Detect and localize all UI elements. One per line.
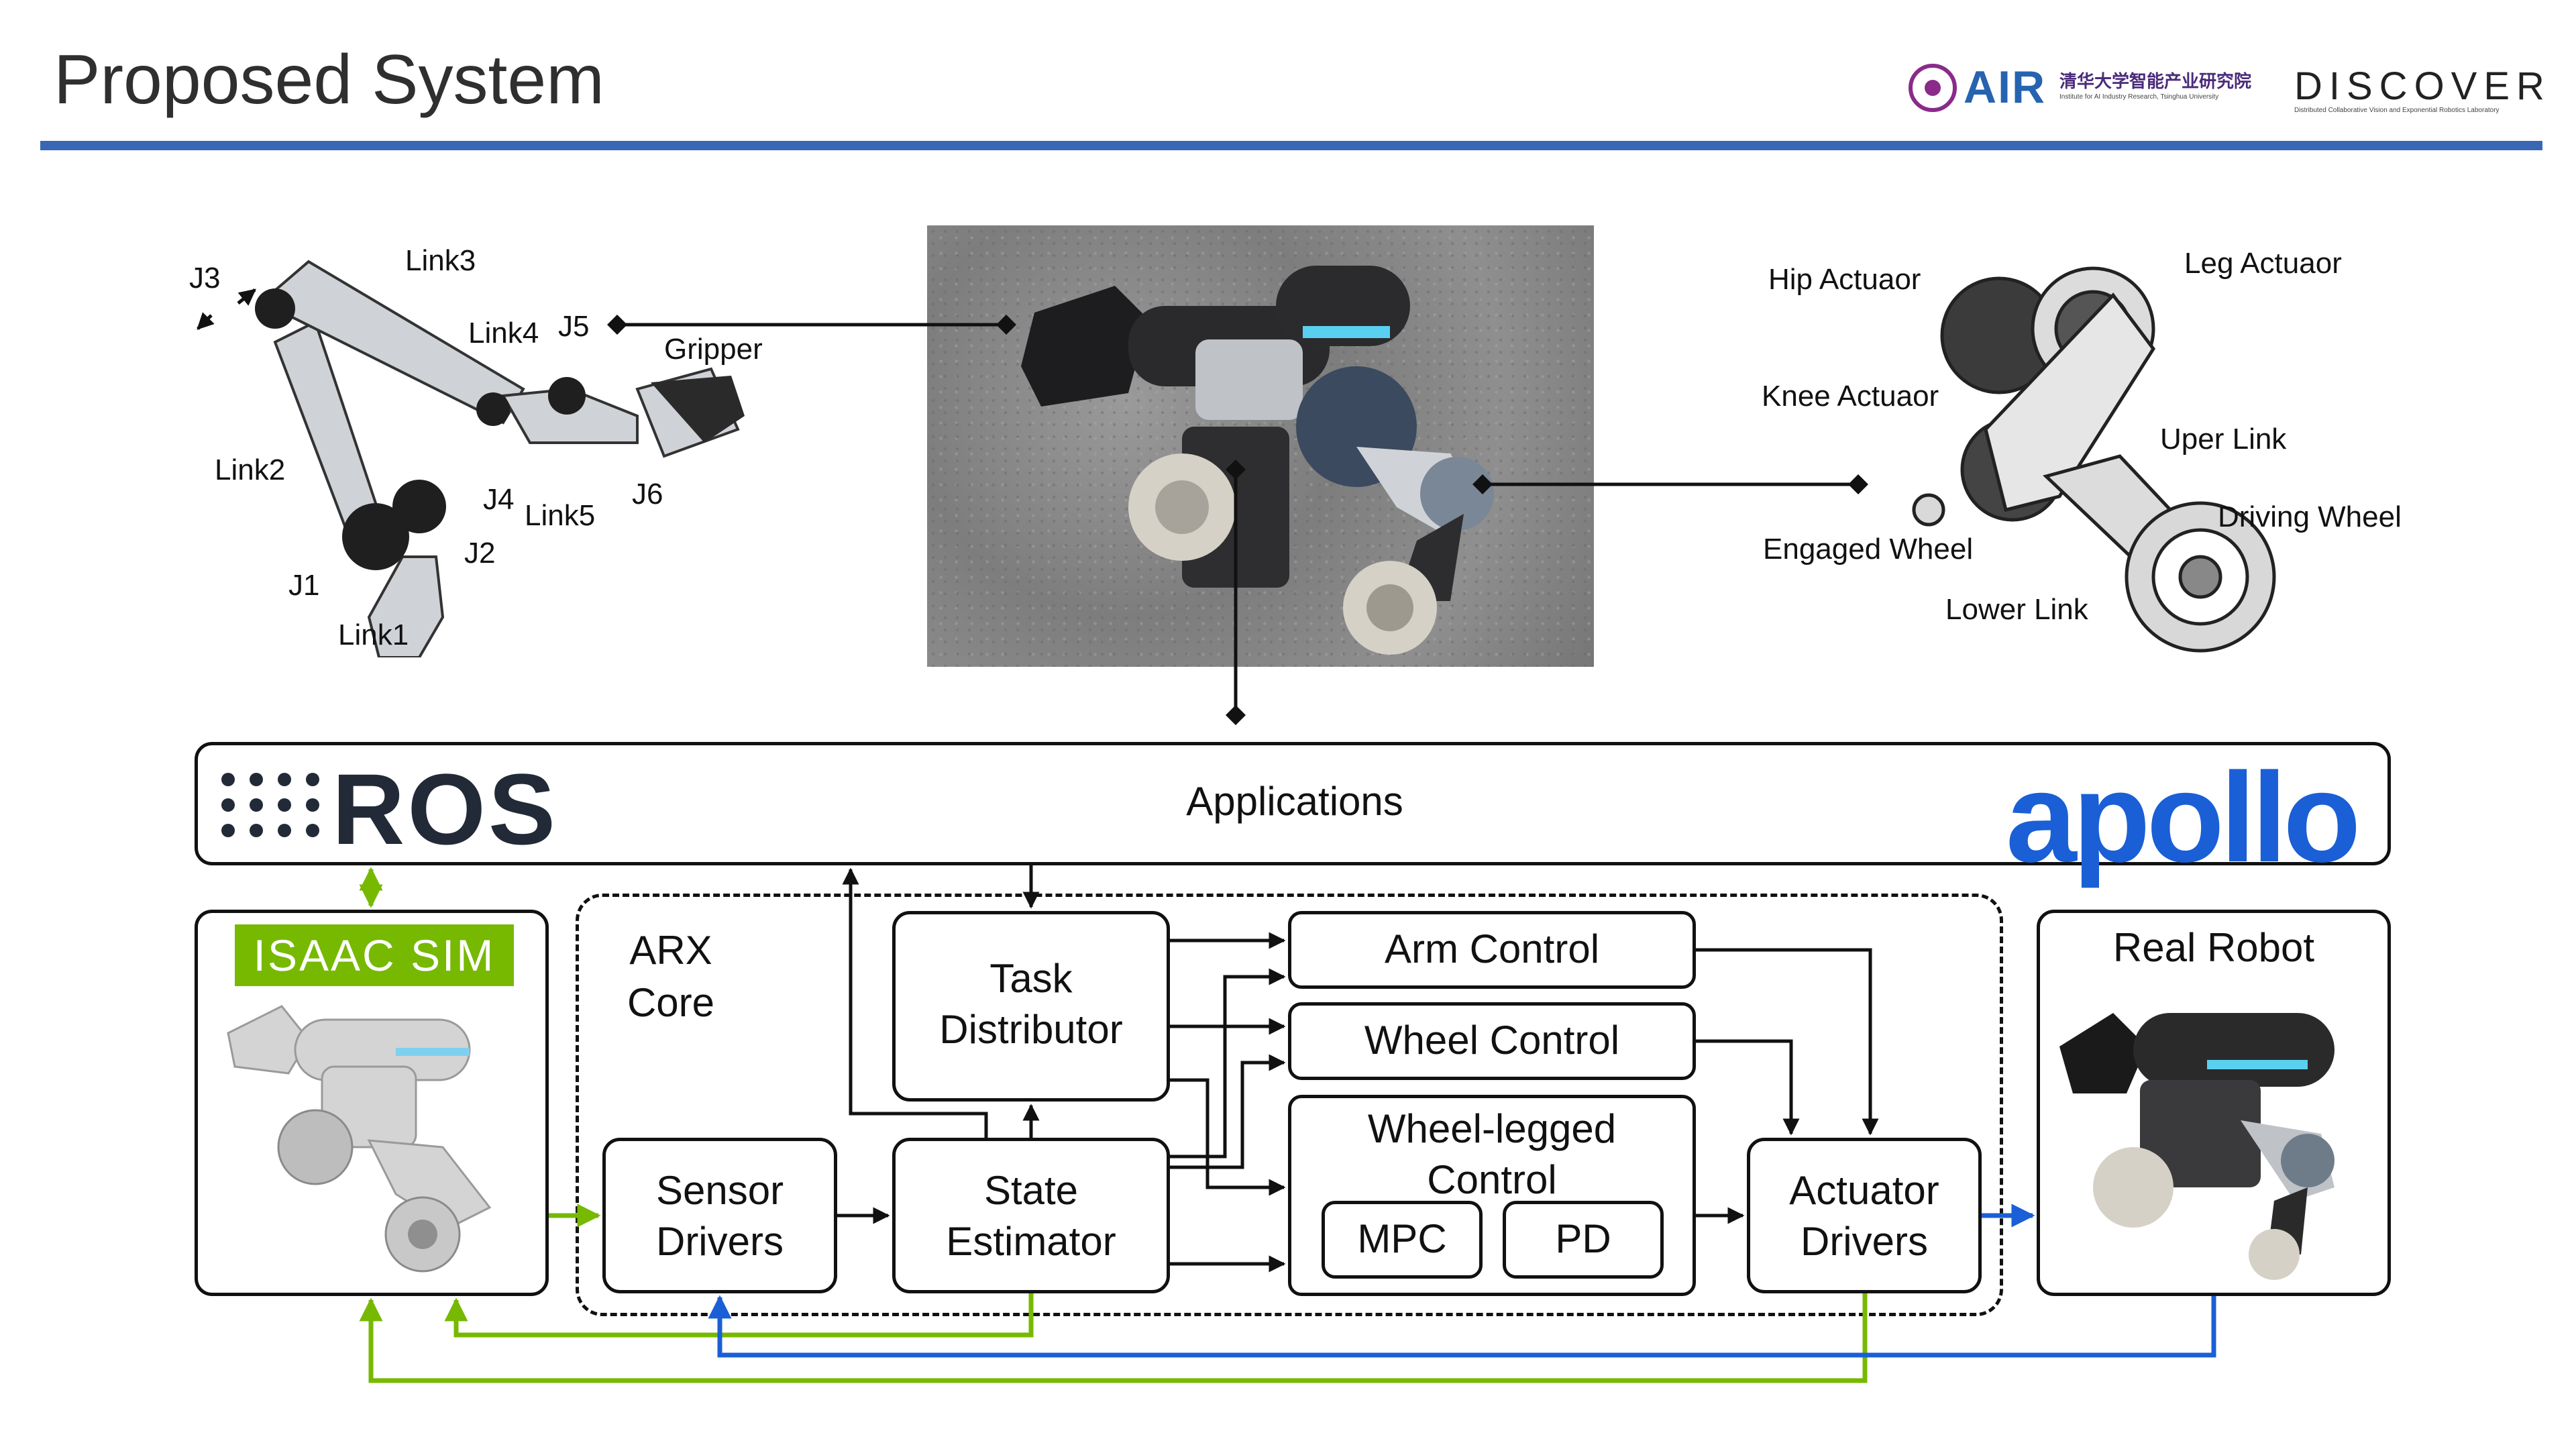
arm-label-link3: Link3 <box>405 244 476 277</box>
arm-label-link5: Link5 <box>525 499 596 532</box>
leg-label-lower-link: Lower Link <box>1945 593 2088 626</box>
air-logo-word: AIR <box>1964 62 2047 113</box>
arm-control-box: Arm Control <box>1288 911 1696 989</box>
arm-label-link4: Link4 <box>468 317 539 350</box>
sim-robot-render <box>227 1005 492 1273</box>
leg-label-engaged-wheel: Engaged Wheel <box>1763 533 1974 566</box>
tsinghua-seal-icon <box>1909 64 1957 112</box>
apollo-logo: apollo <box>2006 747 2361 889</box>
state-estimator-box: State Estimator <box>892 1138 1170 1293</box>
arm-label-j2: J2 <box>464 537 496 570</box>
task-distributor-box: Task Distributor <box>892 911 1170 1102</box>
leg-label-upper-link: Uper Link <box>2160 423 2287 455</box>
discover-logo: DISCOVER Distributed Collaborative Visio… <box>2294 64 2544 117</box>
leg-drawing <box>1912 266 2276 653</box>
robot-photo <box>927 225 1594 667</box>
leg-label-knee: Knee Actuaor <box>1762 380 1939 413</box>
wheel-control-box: Wheel Control <box>1288 1002 1696 1080</box>
discover-logo-subtitle: Distributed Collaborative Vision and Exp… <box>2294 107 2500 114</box>
arm-label-j3: J3 <box>189 262 221 294</box>
arm-label-j5: J5 <box>558 310 590 343</box>
pd-box: PD <box>1503 1201 1664 1279</box>
arx-core-frame <box>576 894 2003 1316</box>
arm-drawing <box>255 260 745 657</box>
ros-logo-text: ROS <box>332 753 559 865</box>
applications-label: Applications <box>1186 779 1403 824</box>
real-robot-photo <box>2059 1013 2334 1280</box>
title-divider <box>40 141 2542 150</box>
actuator-drivers-box: Actuator Drivers <box>1747 1138 1982 1293</box>
arm-label-j6: J6 <box>632 478 663 511</box>
leg-label-leg: Leg Actuaor <box>2184 247 2342 280</box>
arm-label-gripper: Gripper <box>664 333 763 366</box>
mpc-box: MPC <box>1322 1201 1483 1279</box>
arm-label-j4: J4 <box>483 483 515 516</box>
arm-label-link2: Link2 <box>215 453 286 486</box>
real-robot-label: Real Robot <box>2112 925 2315 970</box>
isaac-sim-badge: ISAAC SIM <box>235 924 514 986</box>
arm-label-link1: Link1 <box>338 619 409 651</box>
sensor-drivers-box: Sensor Drivers <box>602 1138 837 1293</box>
leg-label-hip: Hip Actuaor <box>1768 263 1921 296</box>
ros-logo: ROS <box>221 753 570 865</box>
air-logo-english: Institute for AI Industry Research, Tsin… <box>2059 93 2219 101</box>
ros-applications-layer <box>195 742 2391 865</box>
arm-label-j1: J1 <box>288 569 320 602</box>
page-title: Proposed System <box>54 41 604 119</box>
leg-label-driving-wheel: Driving Wheel <box>2218 500 2402 533</box>
air-logo-chinese: 清华大学智能产业研究院 <box>2059 71 2252 91</box>
discover-logo-word: DISCOVER <box>2294 64 2551 108</box>
air-logo: AIR 清华大学智能产业研究院 Institute for AI Industr… <box>1909 62 2257 117</box>
